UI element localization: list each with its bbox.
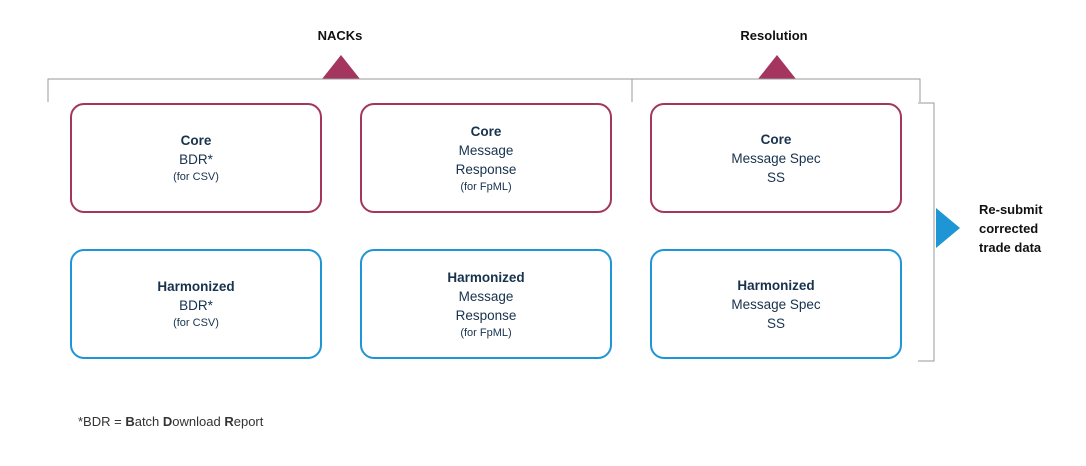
box-title: Harmonized (447, 269, 525, 285)
resolution-triangle (758, 55, 796, 79)
footnote: *BDR = Batch Download Report (78, 414, 263, 429)
box-title: Core (470, 123, 502, 139)
box-note: (for CSV) (173, 171, 219, 183)
resubmit-line: Re-submit (979, 202, 1043, 217)
resolution-header: Resolution (740, 28, 808, 43)
box-note: (for FpML) (460, 326, 512, 339)
harmonized-message-spec-box: Harmonized Message Spec SS (650, 249, 902, 359)
nacks-header: NACKs (317, 28, 363, 43)
resubmit-arrow-icon (936, 208, 960, 248)
core-bdr-box: Core BDR* (for CSV) (70, 103, 322, 213)
box-line: Message (458, 288, 514, 304)
box-line: Response (455, 307, 517, 323)
footnote-prefix: *BDR = (78, 414, 126, 429)
right-bracket (918, 102, 935, 362)
footnote-b-rest: atch (134, 414, 163, 429)
box-line: Message (458, 142, 514, 158)
footnote-r-rest: eport (233, 414, 264, 429)
footnote-d: D (162, 414, 173, 429)
harmonized-message-response-box: Harmonized Message Response (for FpML) (360, 249, 612, 359)
box-line: Response (455, 161, 517, 177)
footnote-b: B (125, 414, 135, 429)
box-title: Core (180, 133, 212, 148)
core-message-response-box: Core Message Response (for FpML) (360, 103, 612, 213)
box-note: (for CSV) (173, 317, 219, 329)
box-note: (for FpML) (460, 180, 512, 193)
box-line: SS (766, 315, 785, 331)
box-title: Core (760, 131, 792, 147)
nacks-triangle (322, 55, 360, 79)
box-line: SS (766, 169, 785, 185)
box-line: BDR* (179, 152, 213, 167)
box-title: Harmonized (157, 279, 235, 294)
box-line: BDR* (179, 298, 213, 313)
resubmit-label: Re-submit corrected trade data (979, 200, 1043, 257)
footnote-r: R (224, 414, 234, 429)
resubmit-line: trade data (979, 240, 1042, 255)
box-line: Message Spec (731, 150, 821, 166)
box-line: Message Spec (731, 296, 821, 312)
box-title: Harmonized (737, 277, 815, 293)
harmonized-bdr-box: Harmonized BDR* (for CSV) (70, 249, 322, 359)
footnote-d-rest: ownload (172, 414, 225, 429)
core-message-spec-box: Core Message Spec SS (650, 103, 902, 213)
resubmit-line: corrected (979, 221, 1039, 236)
